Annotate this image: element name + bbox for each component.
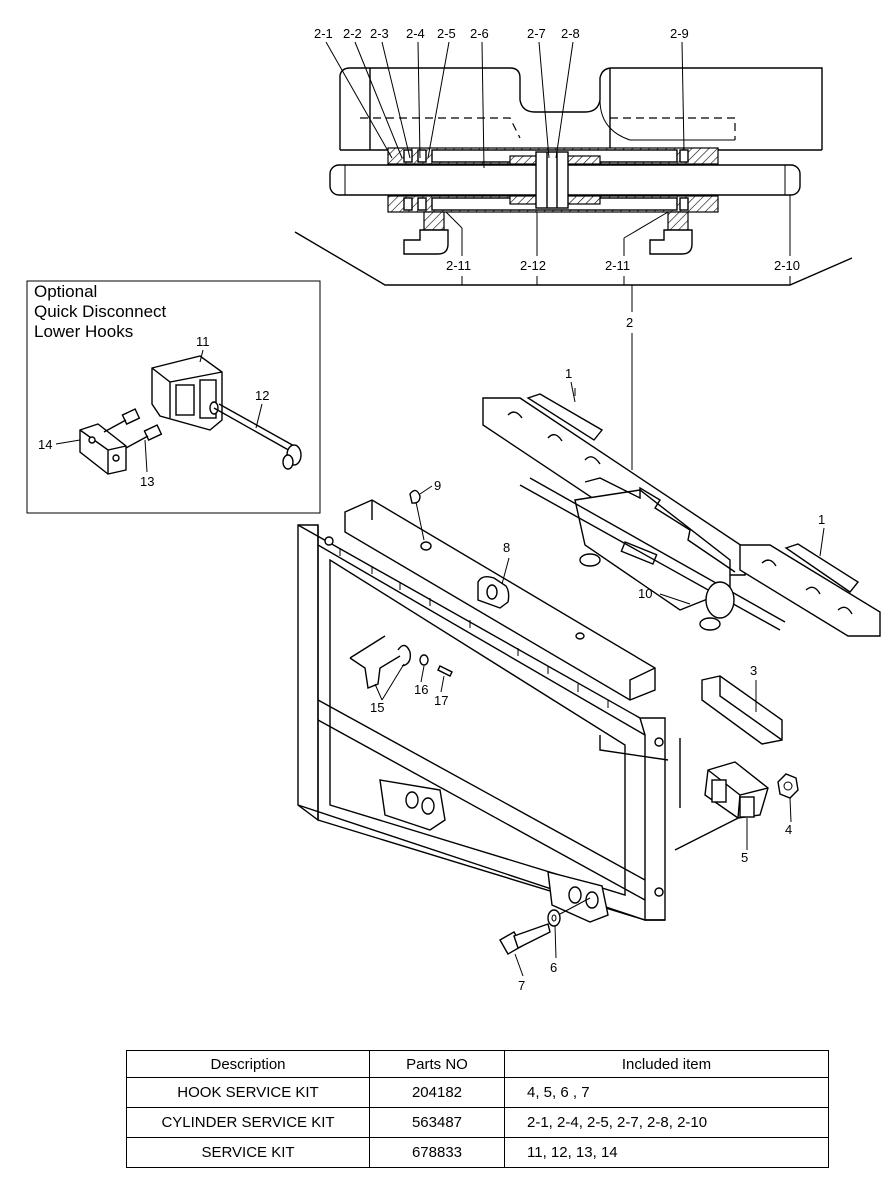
callout-label: 4 [785, 822, 792, 837]
callout-label: 2-12 [520, 258, 546, 273]
inset-quick-disconnect: 11 12 13 14 [26, 280, 321, 514]
kit-parts-no: 204182 [369, 1077, 505, 1108]
table-row: CYLINDER SERVICE KIT 563487 2-1, 2-4, 2-… [126, 1107, 829, 1138]
inset-label: 12 [255, 388, 269, 403]
callout-label: 2-1 [314, 26, 333, 41]
kit-included-items: 11, 12, 13, 14 [504, 1137, 829, 1168]
kit-included-items: 4, 5, 6 , 7 [504, 1077, 829, 1108]
table-header-row: Description Parts NO Included item [126, 1050, 829, 1078]
callout-label: 2-2 [343, 26, 362, 41]
callout-label: 7 [518, 978, 525, 993]
column-header-parts-no: Parts NO [369, 1050, 505, 1078]
kit-included-items: 2-1, 2-4, 2-5, 2-7, 2-8, 2-10 [504, 1107, 829, 1138]
callout-label: 5 [741, 850, 748, 865]
upper-assembly: 1 1 10 [482, 366, 881, 637]
table-row: HOOK SERVICE KIT 204182 4, 5, 6 , 7 [126, 1077, 829, 1108]
exploded-parts-diagram: 2-1 2-2 2-3 2-4 2-5 2-6 2-7 2-8 2-9 2-11… [26, 26, 881, 993]
callout-label: 2-3 [370, 26, 389, 41]
table-row: SERVICE KIT 678833 11, 12, 13, 14 [126, 1137, 829, 1168]
carriage-frame: 15 16 17 9 8 [297, 478, 759, 923]
callout-label: 2-11 [446, 258, 471, 273]
inset-title-line: Optional [34, 282, 98, 301]
kit-description: CYLINDER SERVICE KIT [126, 1107, 370, 1138]
callout-label: 6 [550, 960, 557, 975]
inset-title-line: Lower Hooks [34, 322, 134, 341]
inset-label: 14 [38, 437, 52, 452]
inset-title-line: Quick Disconnect [34, 302, 167, 321]
callout-label: 16 [414, 682, 428, 697]
small-parts: 3 5 4 6 7 [499, 663, 799, 993]
column-header-description: Description [126, 1050, 370, 1078]
callout-label: 2-11 [605, 258, 630, 273]
callout-label: 10 [638, 586, 652, 601]
inset-label: 13 [140, 474, 154, 489]
callout-label: 2-4 [406, 26, 425, 41]
callout-label: 2-10 [774, 258, 800, 273]
inset-label: 11 [196, 334, 210, 349]
callout-label: 17 [434, 693, 448, 708]
service-kit-table: Description Parts NO Included item HOOK … [126, 1050, 829, 1168]
callout-label: 2 [626, 315, 633, 330]
cylinder-section-view [294, 67, 853, 286]
callout-label: 1 [565, 366, 572, 381]
callout-label: 15 [370, 700, 384, 715]
kit-description: HOOK SERVICE KIT [126, 1077, 370, 1108]
inset-title: Optional Quick Disconnect Lower Hooks [34, 282, 166, 342]
callout-label: 8 [503, 540, 510, 555]
callout-label: 3 [750, 663, 757, 678]
callout-label: 2-5 [437, 26, 456, 41]
callout-label: 2-7 [527, 26, 546, 41]
callout-label: 1 [818, 512, 825, 527]
callout-label: 2-6 [470, 26, 489, 41]
top-callouts: 2-1 2-2 2-3 2-4 2-5 2-6 2-7 2-8 2-9 2-11… [314, 26, 800, 470]
callout-label: 2-9 [670, 26, 689, 41]
kit-description: SERVICE KIT [126, 1137, 370, 1168]
kit-parts-no: 563487 [369, 1107, 505, 1138]
column-header-included-item: Included item [504, 1050, 829, 1078]
callout-label: 9 [434, 478, 441, 493]
kit-parts-no: 678833 [369, 1137, 505, 1168]
callout-label: 2-8 [561, 26, 580, 41]
